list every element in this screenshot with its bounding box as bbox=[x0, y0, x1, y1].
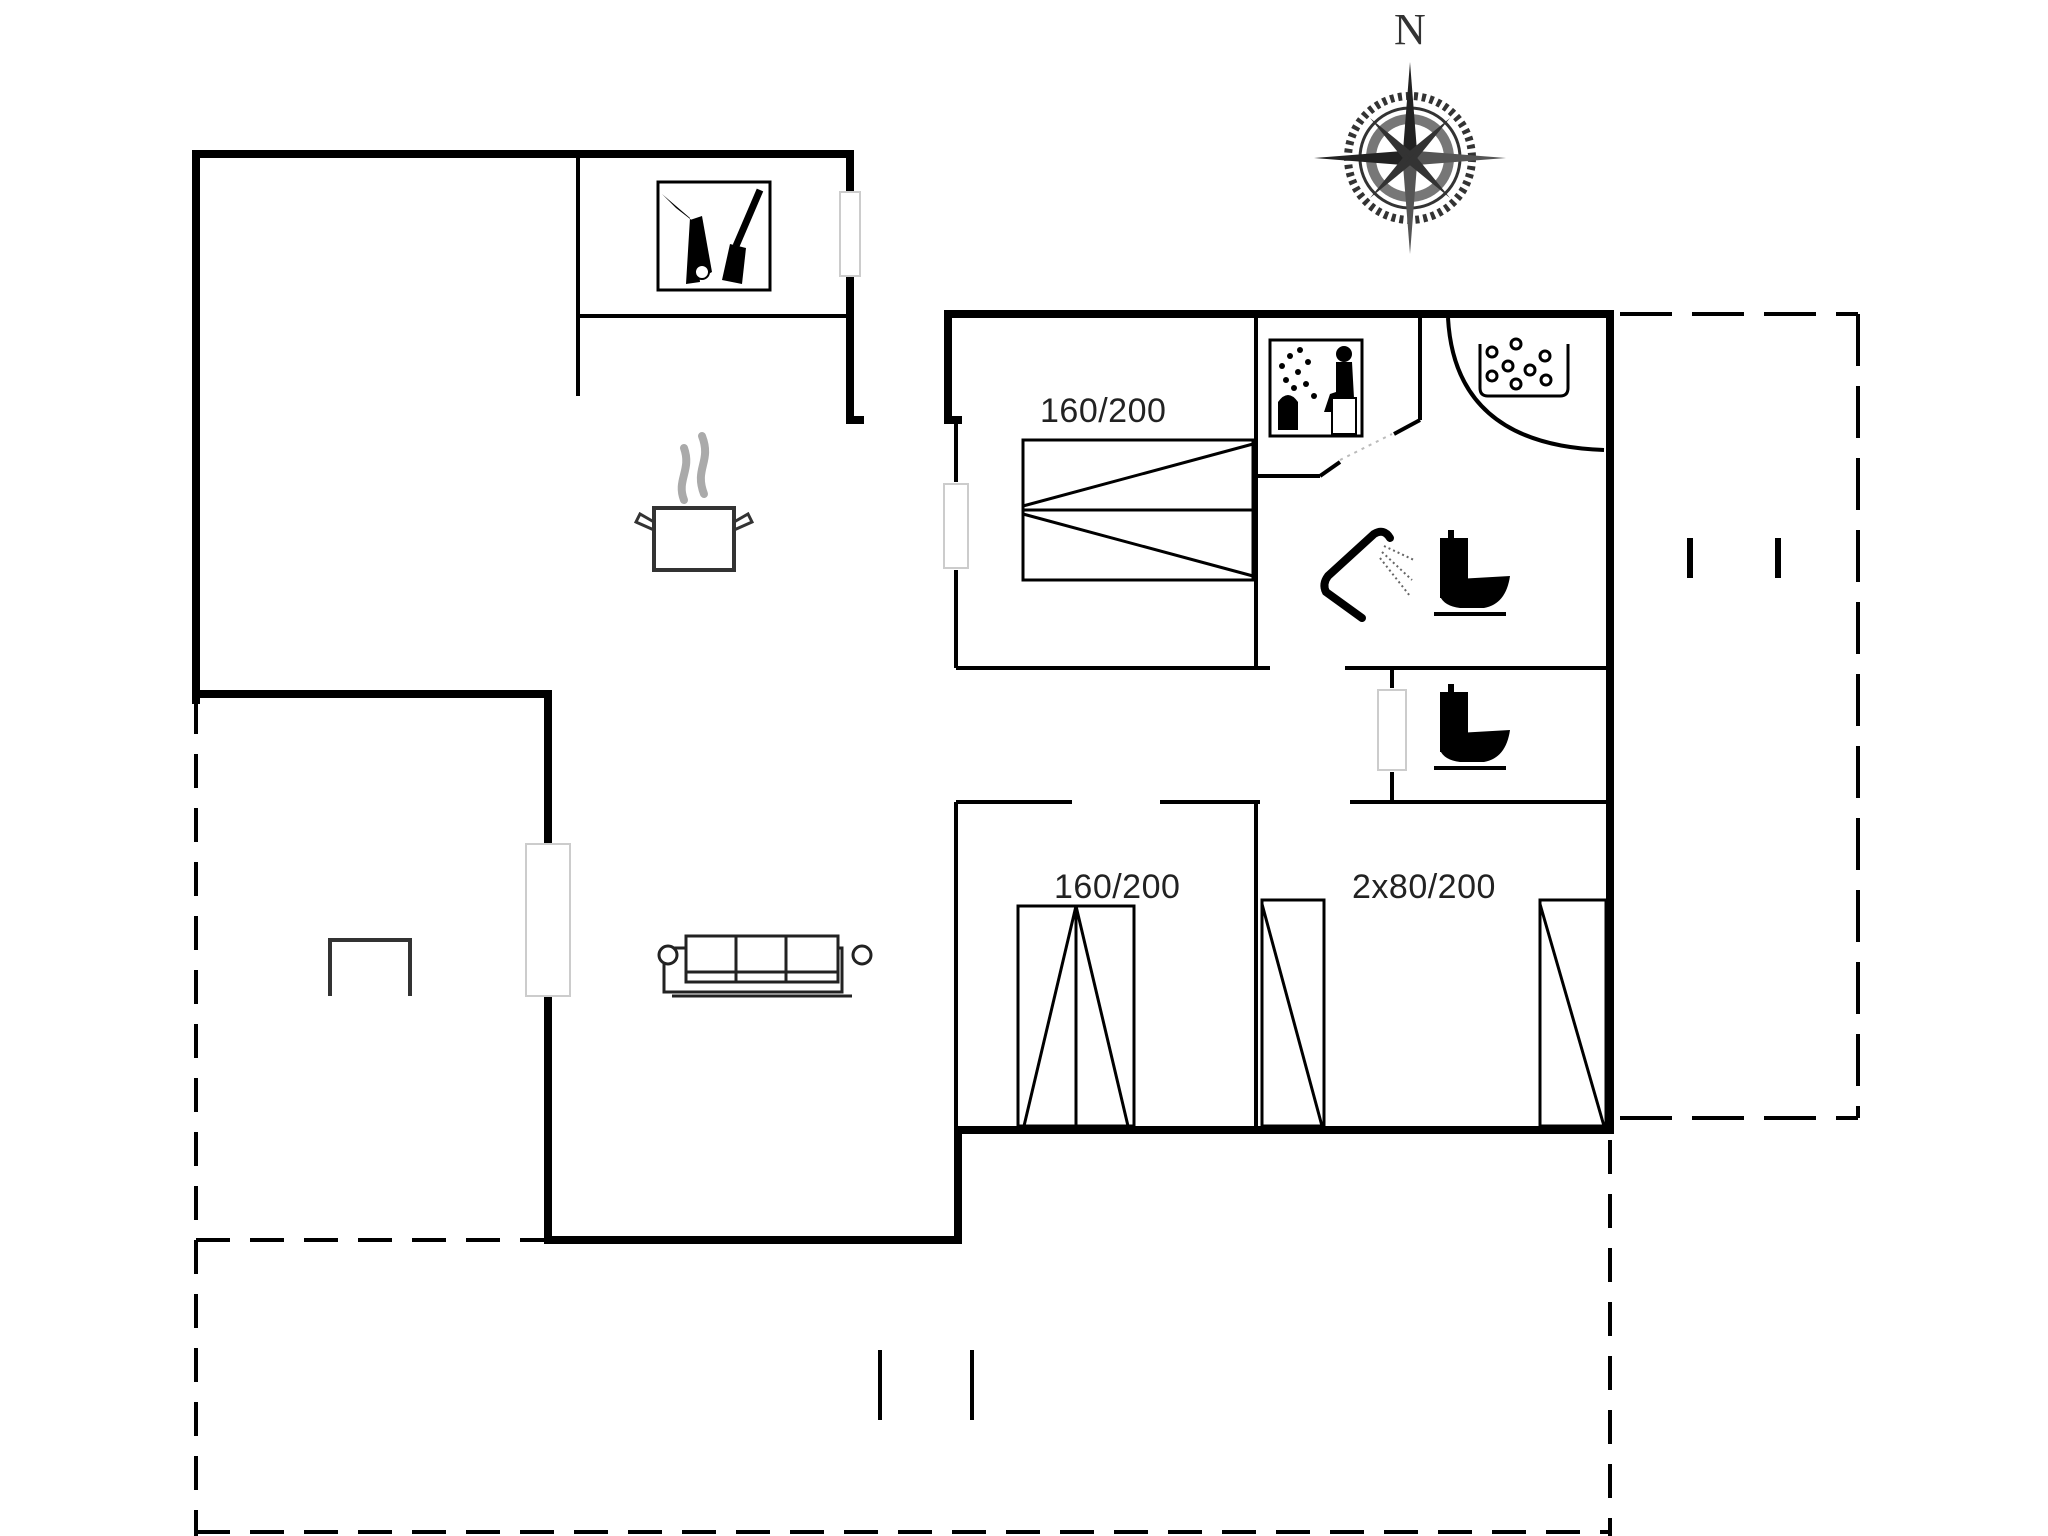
twin-beds-icon bbox=[1260, 898, 1608, 1128]
interior-walls bbox=[576, 158, 1606, 1128]
exterior-walls bbox=[192, 150, 1614, 1244]
sofa-icon bbox=[657, 934, 873, 998]
sauna-icon bbox=[1268, 338, 1364, 438]
bedroom-2-bed-label: 160/200 bbox=[1054, 868, 1181, 906]
whirlpool-icon bbox=[1478, 337, 1570, 398]
bedroom-1-bed-label: 160/200 bbox=[1040, 392, 1167, 430]
sauna-door-swing bbox=[1339, 433, 1393, 461]
bedroom-3-bed-label: 2x80/200 bbox=[1352, 868, 1496, 906]
terrace-left bbox=[194, 700, 548, 1536]
steps-icon bbox=[1687, 538, 1781, 578]
shower-icon bbox=[1320, 527, 1415, 622]
compass-rose-icon bbox=[1314, 62, 1506, 254]
spa-curved-wall bbox=[1446, 317, 1605, 452]
cooking-pot-icon bbox=[633, 432, 755, 572]
vacuum-broom-icon bbox=[656, 180, 772, 292]
terrace-bottom bbox=[196, 1140, 1612, 1536]
toilet-icon bbox=[1434, 684, 1510, 770]
toilet-icon bbox=[1434, 530, 1510, 616]
steps-icon bbox=[878, 1350, 974, 1420]
double-bed-icon bbox=[1016, 904, 1136, 1128]
double-bed-icon bbox=[1021, 438, 1255, 582]
windows bbox=[525, 191, 1407, 997]
table-icon bbox=[328, 938, 412, 996]
terrace-right bbox=[1620, 312, 1860, 1120]
compass-north-label: N bbox=[1394, 5, 1426, 54]
